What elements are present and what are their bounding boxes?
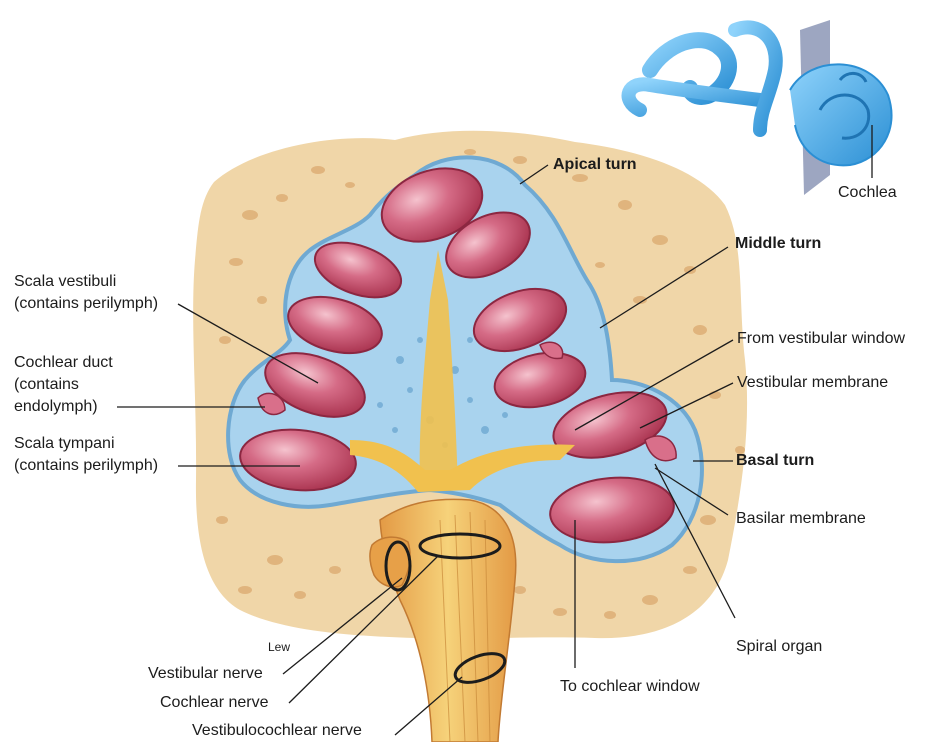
label-scala-vestibuli: Scala vestibuli <box>14 272 116 292</box>
label-to-cochlear-window: To cochlear window <box>560 677 700 697</box>
label-vestibular-membrane: Vestibular membrane <box>737 373 888 393</box>
label-vestibular-nerve: Vestibular nerve <box>148 664 263 684</box>
label-cochlear-nerve: Cochlear nerve <box>160 693 269 713</box>
label-apical-turn: Apical turn <box>553 155 637 175</box>
label-scala-tympani: Scala tympani <box>14 434 115 454</box>
label-vestibulocochlear-nerve: Vestibulocochlear nerve <box>192 721 362 741</box>
label-scala-vestibuli-note: (contains perilymph) <box>14 294 158 314</box>
label-middle-turn: Middle turn <box>735 234 821 254</box>
inset-lateral-canal <box>629 84 760 110</box>
inset-anterior-canal <box>735 27 776 130</box>
label-cochlear-duct: Cochlear duct <box>14 353 113 373</box>
label-spiral-organ: Spiral organ <box>736 637 822 657</box>
label-from-vestibular-window: From vestibular window <box>737 329 905 349</box>
label-cochlea: Cochlea <box>838 183 897 203</box>
label-cochlear-duct-note-1: (contains <box>14 375 79 395</box>
label-basilar-membrane: Basilar membrane <box>736 509 866 529</box>
label-basal-turn: Basal turn <box>736 451 814 471</box>
artist-signature: Lew <box>268 640 290 654</box>
label-scala-tympani-note: (contains perilymph) <box>14 456 158 476</box>
label-cochlear-duct-note-2: endolymph) <box>14 397 98 417</box>
